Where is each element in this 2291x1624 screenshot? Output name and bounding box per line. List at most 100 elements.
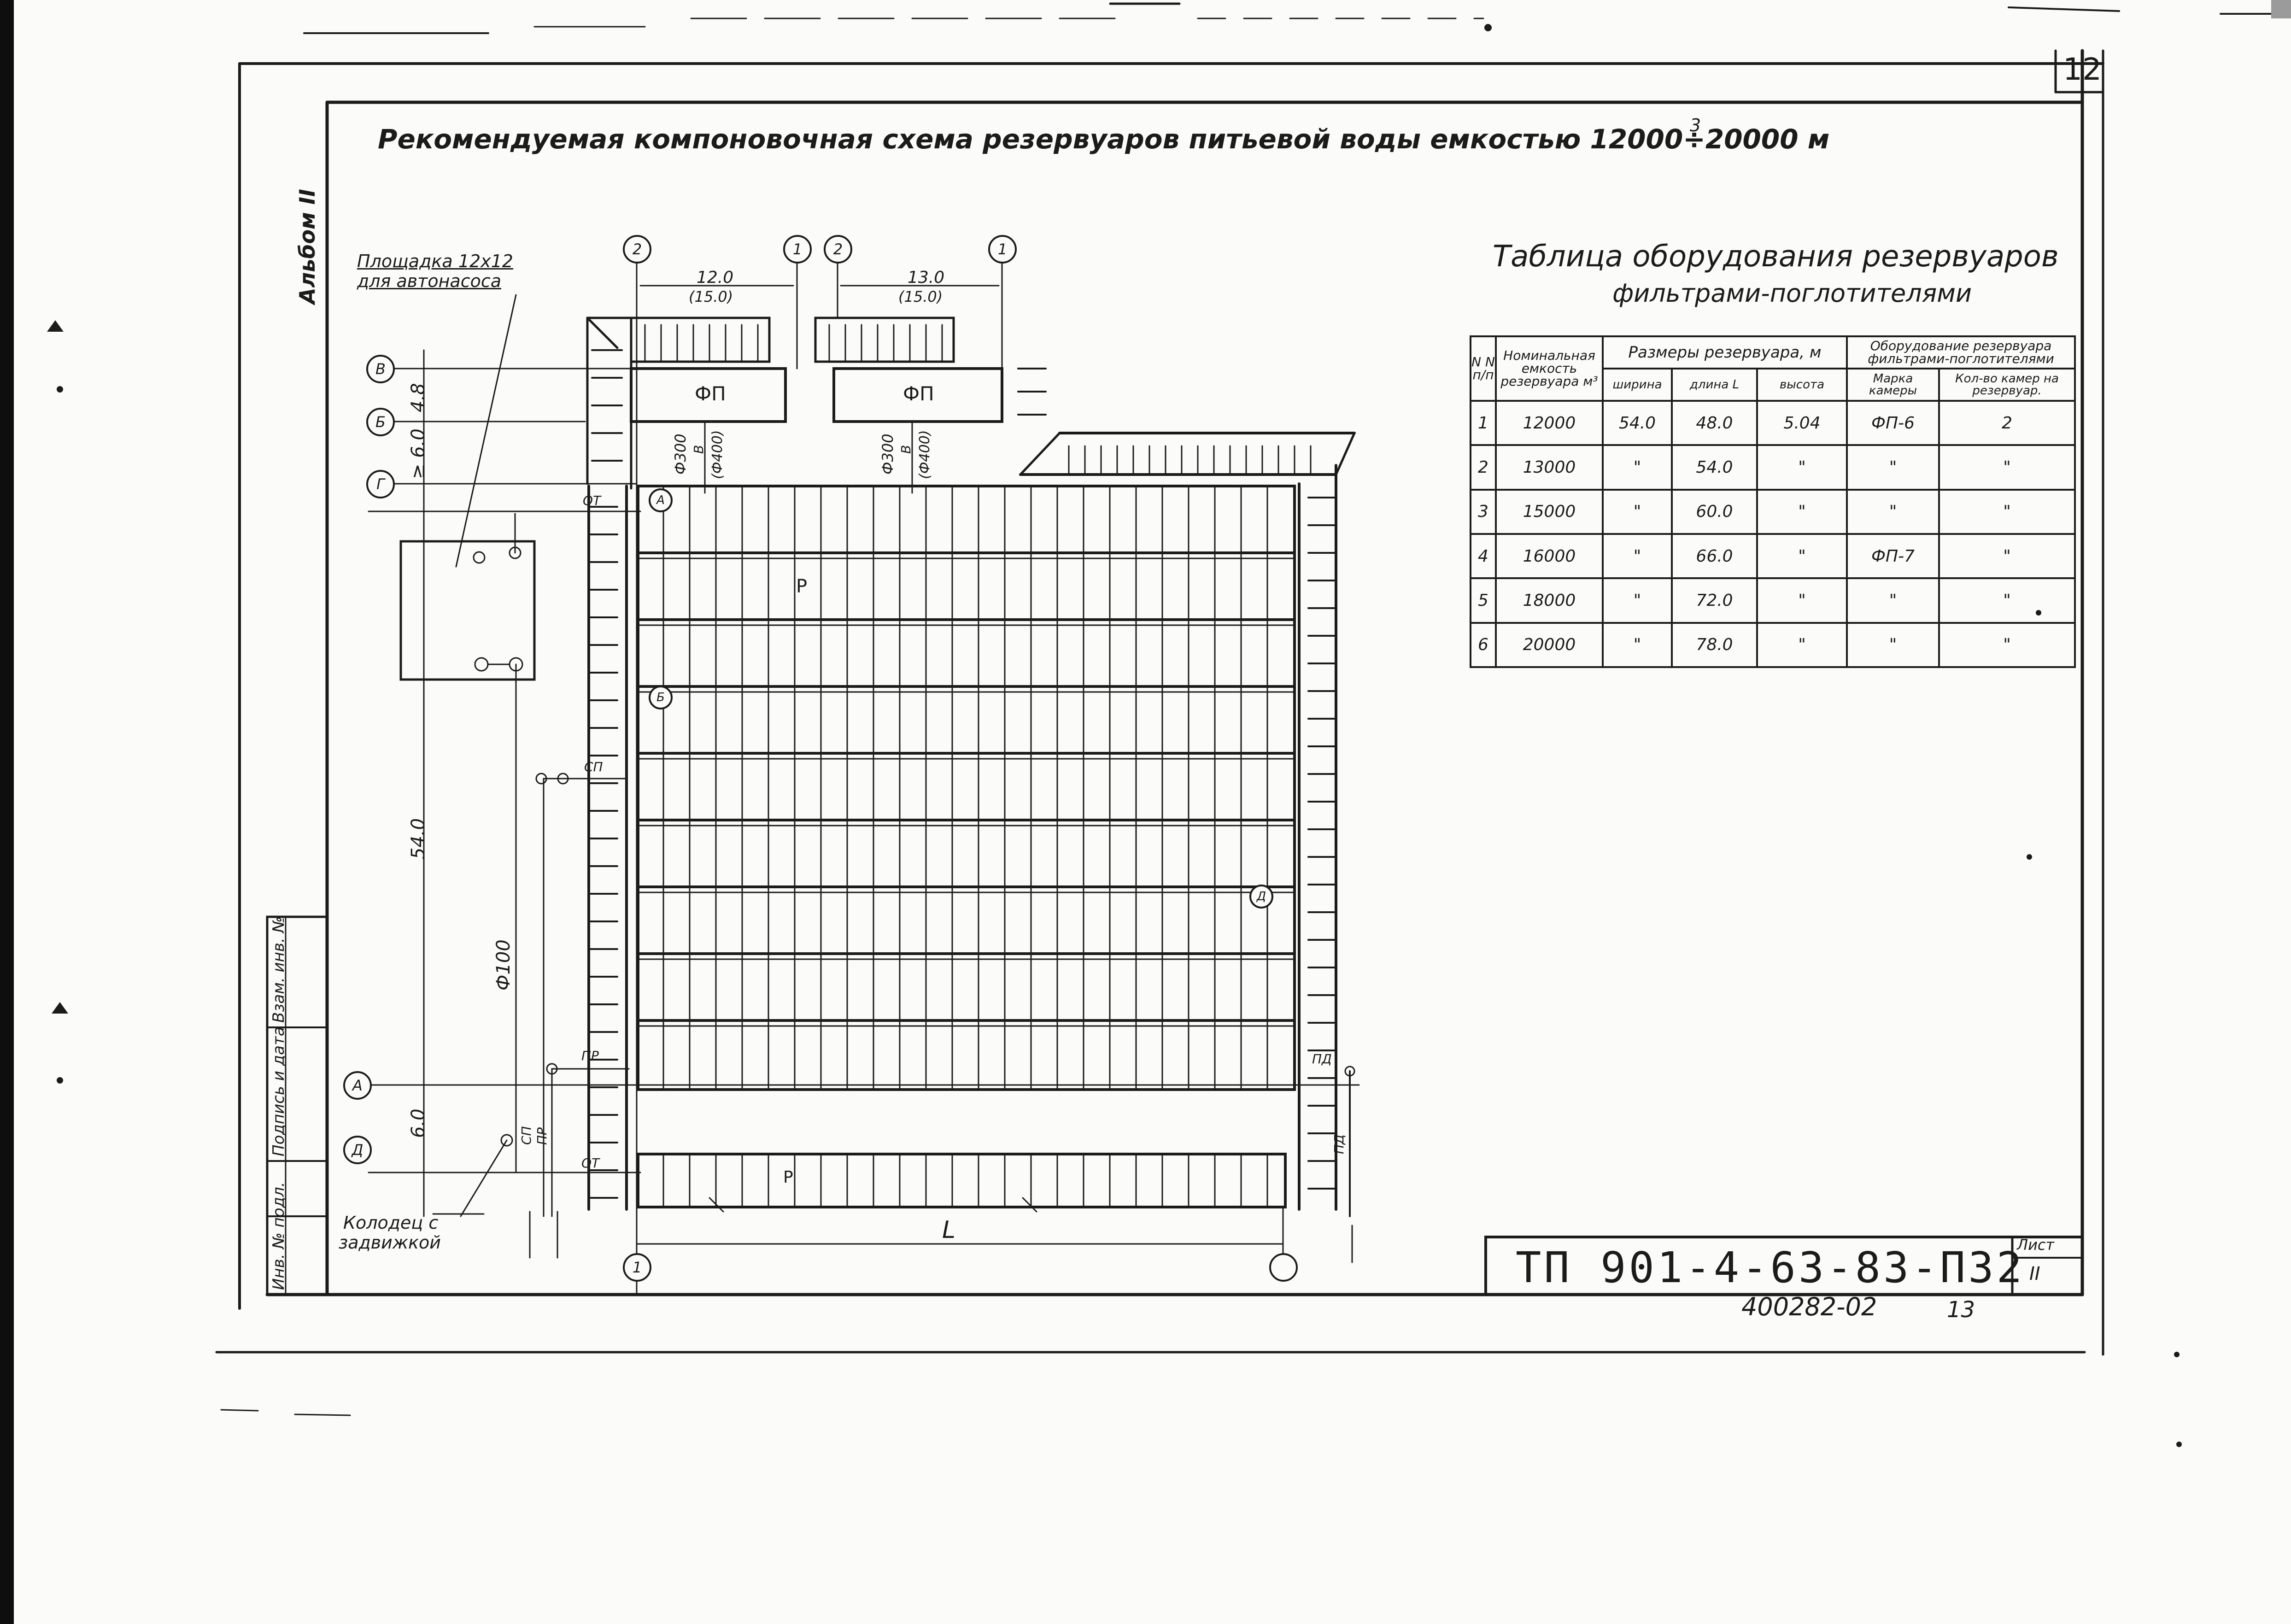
axis-left-d: Д [343, 1136, 372, 1164]
cell-capacity: 15000 [1495, 488, 1604, 535]
cell-n: 5 [1470, 577, 1497, 624]
platform-label-line2: для автонасоса [357, 271, 502, 291]
table-header-num: N N п/п [1470, 335, 1497, 402]
cell-brand: ФП-6 [1846, 399, 1940, 446]
cell-length: 48.0 [1671, 399, 1758, 446]
pipe-tag-sp: СП [584, 759, 603, 774]
cell-n: 4 [1470, 533, 1497, 580]
axis-left-v: В [366, 355, 395, 383]
axis-bottom-left: 1 [623, 1253, 651, 1282]
cell-capacity: 18000 [1495, 577, 1604, 624]
pipe-tag-ot-bottom: ОТ [581, 1155, 600, 1171]
drawing-code: ТП 901-4-63-83-П32 [1516, 1243, 2025, 1292]
table-title-line1: Таблица оборудования резервуаров [1493, 240, 2059, 274]
pipe-tag-ot-top: ОТ [583, 493, 601, 508]
pipe-tag-pd-right: ПД [1312, 1051, 1332, 1067]
axis-bottom-right [1269, 1253, 1298, 1282]
cell-brand: ФП-7 [1846, 533, 1940, 580]
table-header-height: высота [1756, 368, 1848, 402]
chamber-label-left: ФП [695, 382, 726, 405]
platform-label-line1: Площадка 12х12 [357, 251, 513, 271]
pipe-tag-pd-vertical: ПД [1331, 1134, 1347, 1154]
axis-top-2b: 2 [824, 235, 852, 264]
dim-pipe-right-3: (Ф400) [917, 430, 933, 480]
cell-height: " [1756, 577, 1848, 624]
dim-top-right-span-alt: (15.0) [898, 288, 943, 305]
axis-left-b: Б [366, 408, 395, 436]
dim-pipe-left-3: (Ф400) [709, 430, 726, 480]
cell-length: 60.0 [1671, 488, 1758, 535]
dim-pipe-left-2: В [691, 445, 706, 454]
cell-count: " [1938, 444, 2076, 491]
table-title-line2: фильтрами-поглотителями [1612, 279, 1972, 308]
cell-height: " [1756, 621, 1848, 668]
table-row: 5 18000 " 72.0 " " " [1470, 577, 2076, 624]
title-superscript: 3 [1690, 115, 1701, 135]
table-row: 3 15000 " 60.0 " " " [1470, 488, 2076, 535]
pipe-tag-sp-vertical: СП [519, 1126, 534, 1145]
stamp-list-value: II [2029, 1263, 2040, 1284]
axis-left-g: Г [366, 470, 395, 498]
cell-length: 54.0 [1671, 444, 1758, 491]
side-stamp-inv-orig: Инв. № подл. [270, 1182, 288, 1290]
cell-width: 54.0 [1602, 399, 1673, 446]
cell-width: " [1602, 533, 1673, 580]
equipment-table: N N п/п Номинальная емкость резервуара м… [1470, 335, 2076, 668]
album-label: Альбом II [295, 189, 320, 304]
cell-capacity: 12000 [1495, 399, 1604, 446]
cell-n: 2 [1470, 444, 1497, 491]
reservoir-label-small: Р [783, 1168, 793, 1187]
dim-pipe-main: Ф100 [493, 939, 514, 991]
cell-count: " [1938, 577, 2076, 624]
cell-width: " [1602, 577, 1673, 624]
cell-width: " [1602, 621, 1673, 668]
cell-brand: " [1846, 577, 1940, 624]
cell-height: " [1756, 533, 1848, 580]
pipe-tag-pr: ПР [581, 1048, 599, 1063]
table-header-equipment: Оборудование резервуара фильтрами-поглот… [1846, 335, 2076, 369]
cell-capacity: 13000 [1495, 444, 1604, 491]
pipe-tag-pr-vertical: ПР [534, 1127, 550, 1145]
cell-height: " [1756, 488, 1848, 535]
dim-bottom-length: L [942, 1216, 955, 1244]
axis-top-2a: 2 [623, 235, 651, 264]
sheet-number: 13 [1947, 1297, 1975, 1323]
dim-left-a-d: 6.0 [408, 1108, 429, 1138]
cell-count: 2 [1938, 399, 2076, 446]
table-header-length: длина L [1671, 368, 1758, 402]
cell-height: " [1756, 444, 1848, 491]
cell-width: " [1602, 488, 1673, 535]
axis-left-a: А [343, 1071, 372, 1100]
table-header-count: Кол-во камер на резервуар. [1938, 368, 2076, 402]
cell-length: 72.0 [1671, 577, 1758, 624]
table-header-width: ширина [1602, 368, 1673, 402]
stamp-list-label: Лист [2017, 1236, 2055, 1254]
side-stamp-vzam-inv: Взам. инв. № [270, 916, 288, 1023]
reservoir-label-main: Р [796, 576, 808, 597]
dim-left-v-b: 4.8 [408, 383, 429, 412]
cell-n: 6 [1470, 621, 1497, 668]
axis-top-1a: 1 [783, 235, 812, 264]
axis-inner-a: А [649, 488, 673, 512]
dim-pipe-right-2: В [898, 445, 914, 454]
dim-pipe-right-1: Ф300 [879, 434, 896, 475]
table-header-brand: Марка камеры [1846, 368, 1940, 402]
page-number: 12 [2063, 52, 2102, 87]
dim-left-b-g: ≥ 6.0 [408, 428, 429, 479]
chamber-label-right: ФП [903, 382, 934, 405]
table-header-capacity: Номинальная емкость резервуара м³ [1495, 335, 1604, 402]
table-header-sizes: Размеры резервуара, м [1601, 335, 1848, 369]
cell-n: 1 [1470, 399, 1497, 446]
well-label-line2: задвижкой [339, 1232, 441, 1253]
table-row: 6 20000 " 78.0 " " " [1470, 621, 2076, 668]
cell-brand: " [1846, 621, 1940, 668]
axis-top-1b: 1 [988, 235, 1017, 264]
cell-length: 66.0 [1671, 533, 1758, 580]
cell-length: 78.0 [1671, 621, 1758, 668]
cell-capacity: 20000 [1495, 621, 1604, 668]
side-stamp-sign-date: Подпись и дата [270, 1026, 288, 1156]
dim-left-main: 54.0 [408, 818, 429, 859]
table-row: 2 13000 " 54.0 " " " [1470, 444, 2076, 491]
cell-count: " [1938, 488, 2076, 535]
